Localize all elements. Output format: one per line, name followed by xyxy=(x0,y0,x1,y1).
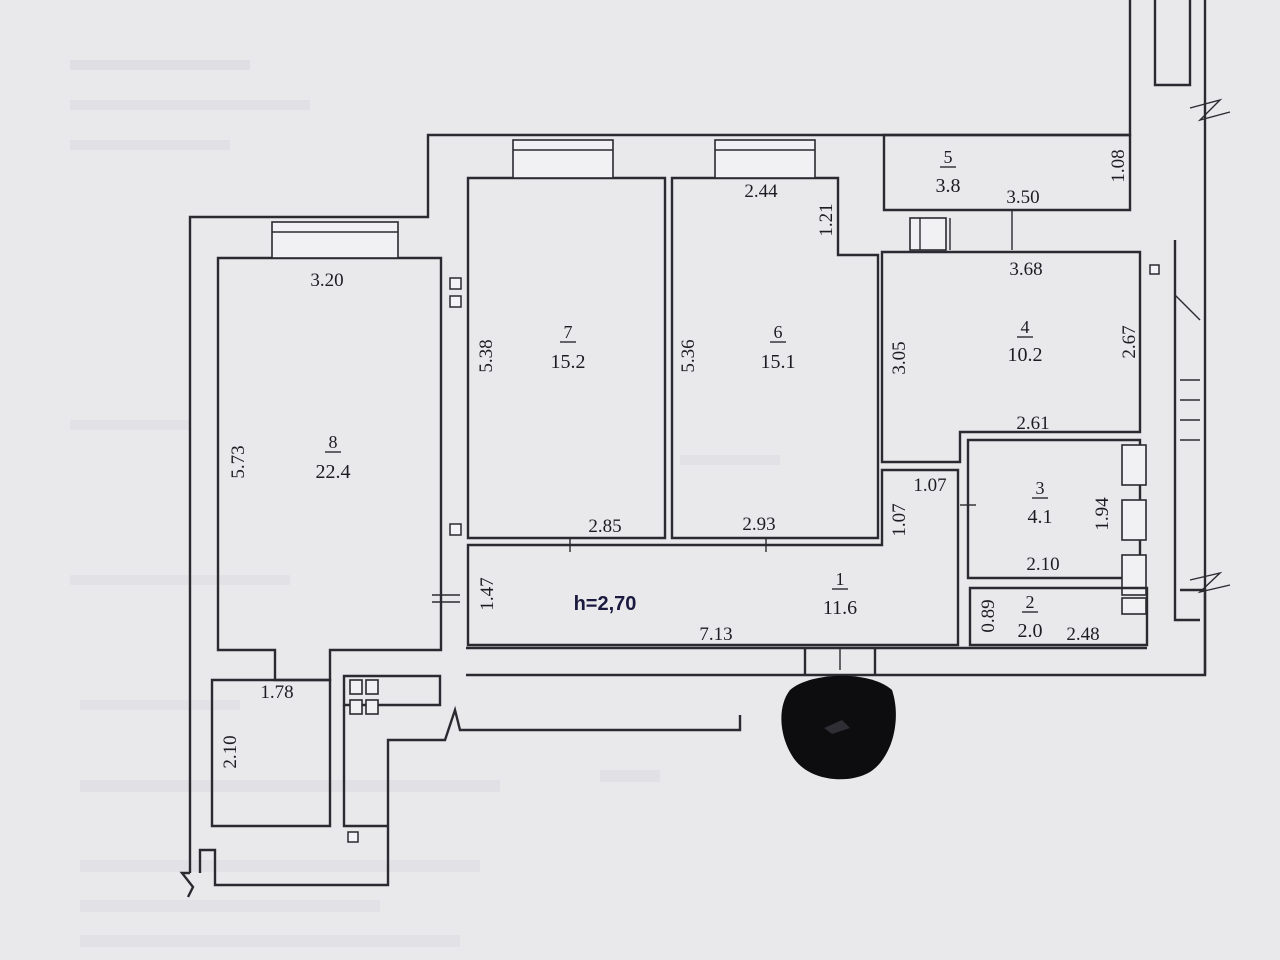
dim-5-36: 5.36 xyxy=(678,339,699,372)
dim-2-61: 2.61 xyxy=(1016,413,1049,434)
dim-3-05: 3.05 xyxy=(889,341,910,374)
ceiling-height: h=2,70 xyxy=(574,593,637,615)
dim-1-08: 1.08 xyxy=(1108,149,1129,182)
room-7 xyxy=(449,139,667,540)
dim-2-10-right: 2.10 xyxy=(1026,554,1059,575)
dim-1-94: 1.94 xyxy=(1092,497,1113,531)
room-labels: 8 22.4 7 15.2 6 15.1 5 3.8 4 10.2 3 4.1 … xyxy=(316,147,1053,642)
room-8-number: 8 xyxy=(329,432,338,452)
room-6-area: 15.1 xyxy=(761,351,796,373)
room-7-area: 15.2 xyxy=(551,351,586,373)
dim-2-10-left: 2.10 xyxy=(220,735,241,768)
dim-3-68: 3.68 xyxy=(1009,259,1042,280)
room-2-number: 2 xyxy=(1026,592,1035,612)
dim-2-44: 2.44 xyxy=(744,181,778,202)
room-7-number: 7 xyxy=(564,322,573,342)
dim-1-78: 1.78 xyxy=(260,682,293,703)
room-2 xyxy=(968,586,1149,647)
room-1 xyxy=(432,468,976,675)
room-4 xyxy=(880,250,1160,464)
room-6 xyxy=(670,139,880,540)
dim-1-21: 1.21 xyxy=(816,203,837,236)
dim-7-13: 7.13 xyxy=(699,624,732,645)
dim-1-07-horizontal: 1.07 xyxy=(913,475,946,496)
room-6-number: 6 xyxy=(774,322,783,342)
dim-2-85: 2.85 xyxy=(588,516,621,537)
dim-5-73: 5.73 xyxy=(228,445,249,478)
room-5 xyxy=(882,133,1132,251)
room-4-area: 10.2 xyxy=(1008,344,1043,366)
dim-2-67: 2.67 xyxy=(1119,325,1140,358)
room-5-number: 5 xyxy=(944,147,953,167)
outer-walls xyxy=(179,0,1231,898)
dim-5-38: 5.38 xyxy=(476,339,497,372)
dim-2-48: 2.48 xyxy=(1066,624,1099,645)
room-3-number: 3 xyxy=(1036,478,1045,498)
room-5-area: 3.8 xyxy=(936,175,961,197)
ink-blot xyxy=(781,675,896,780)
room-2-area: 2.0 xyxy=(1018,620,1043,642)
dimension-labels: 3.20 5.73 1.78 2.10 5.38 2.85 5.36 2.93 … xyxy=(220,149,1140,768)
room-1-area: 11.6 xyxy=(823,597,857,619)
dim-1-07-vertical: 1.07 xyxy=(889,503,910,536)
background-bleed-through xyxy=(70,60,780,947)
room-4-number: 4 xyxy=(1021,317,1030,337)
dim-0-89: 0.89 xyxy=(978,599,999,632)
dim-2-93: 2.93 xyxy=(742,514,775,535)
room-3-area: 4.1 xyxy=(1028,506,1053,528)
room-bottom-left xyxy=(210,674,442,843)
room-8-area: 22.4 xyxy=(316,461,351,483)
room-1-number: 1 xyxy=(836,569,845,589)
dim-1-47: 1.47 xyxy=(477,577,498,610)
dim-3-50: 3.50 xyxy=(1006,187,1039,208)
dim-3-20: 3.20 xyxy=(310,270,343,291)
